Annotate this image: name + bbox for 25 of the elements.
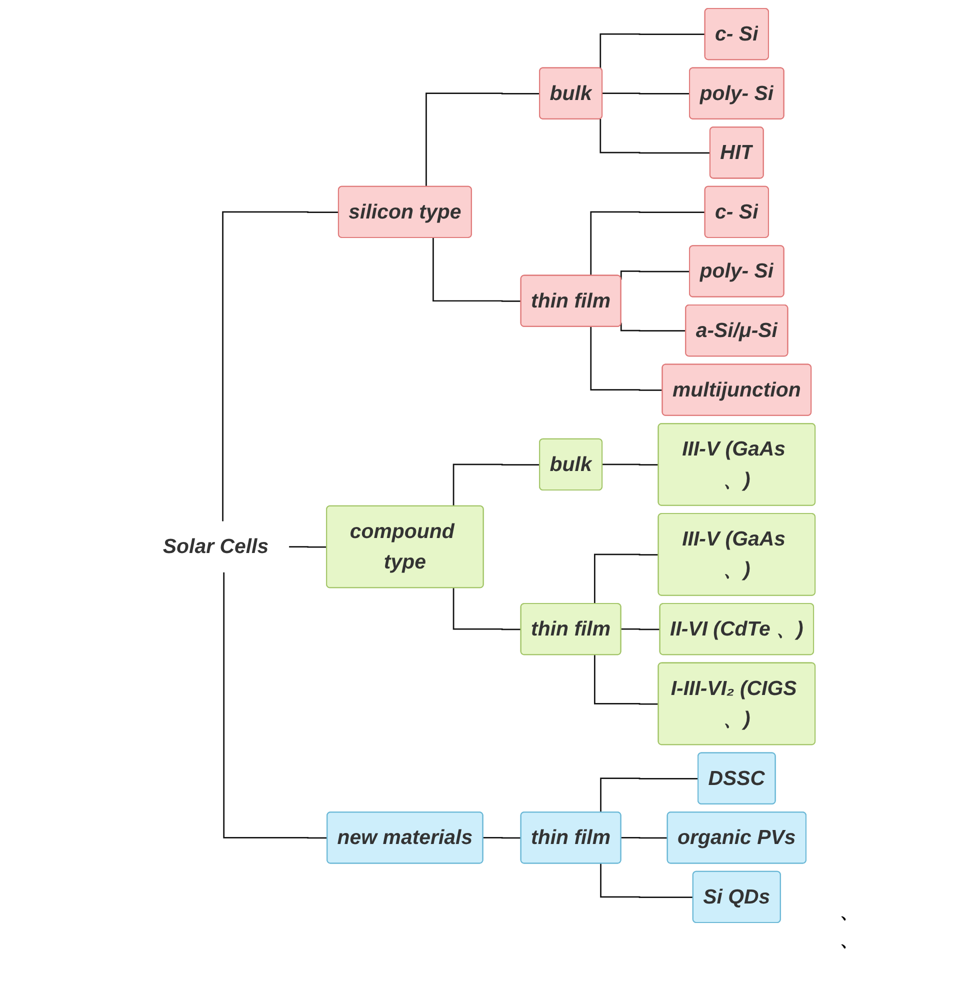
node-text: Solar Cells [163,535,269,558]
connector [590,326,663,390]
connector [600,32,706,68]
note-text: 、 [840,901,858,924]
connector [602,92,690,94]
connector [600,777,699,812]
connector [453,463,540,506]
connector [223,572,328,838]
connector [482,836,522,838]
connector [620,628,660,630]
connector [600,863,694,898]
connector [594,553,659,604]
connector [432,237,522,302]
connector [288,546,328,548]
connector [453,588,522,630]
connector [590,210,706,276]
connector [620,836,668,838]
connector [620,270,690,280]
connector [222,210,340,521]
note-text: 、 [840,929,858,952]
connector [602,463,659,465]
connector [620,322,686,332]
connector [600,118,711,154]
connector [594,654,659,704]
connector [426,92,540,186]
